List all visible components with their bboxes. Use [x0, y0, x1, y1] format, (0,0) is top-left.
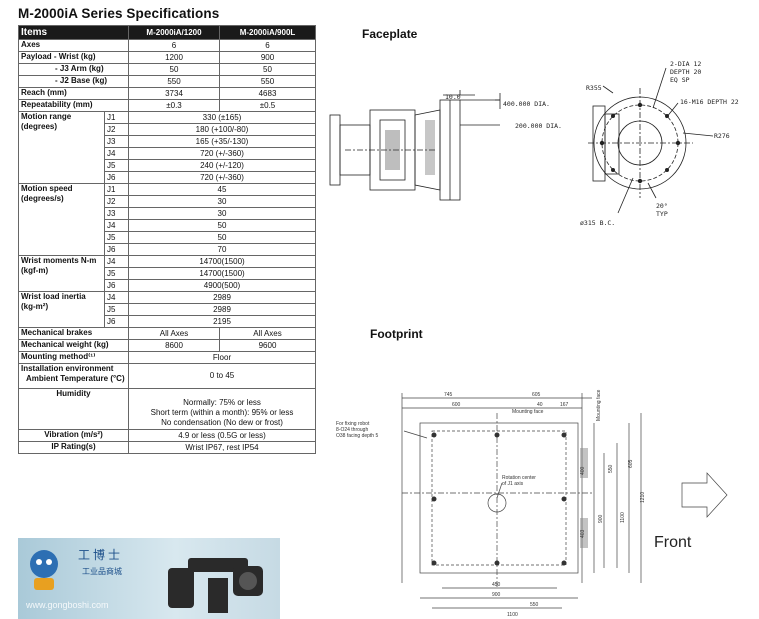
depth20-label: DEPTH 20	[670, 68, 701, 76]
table-row: IP Rating(s)Wrist IP67, rest IP54	[18, 441, 316, 454]
header-items: Items	[18, 25, 129, 40]
faceplate-front-drawing: R355 2-DIA 12 DEPTH 20 EQ SP 16-M16 DEPT…	[580, 60, 739, 227]
deg-label: 20°	[656, 202, 668, 210]
table-row: Vibration (m/s²)4.9 or less (0.5G or les…	[18, 429, 316, 442]
brand-url: www.gongboshi.com	[26, 600, 109, 610]
dim-1210-v: 1210	[640, 492, 646, 503]
dim-167: 167	[560, 402, 569, 408]
r355-label: R355	[586, 84, 602, 92]
rotation-note-2: of J1 axis	[502, 481, 524, 487]
footprint-title: Footprint	[370, 327, 423, 341]
robot-illustration	[168, 558, 263, 613]
dim-900: 900	[492, 592, 501, 598]
dim-900-v: 900	[598, 514, 604, 523]
rotation-note-1: Rotation center	[502, 475, 536, 481]
dim-450: 450	[492, 582, 501, 588]
brand-banner: 工博士 工业品商城 www.gongboshi.com	[18, 538, 280, 619]
fixing-note-1: For fixing robot	[336, 421, 370, 427]
mounting-face-label: Mounting face	[512, 409, 544, 415]
dim-400: 400	[580, 466, 586, 475]
fixing-note-3: O38 facing depth 5	[336, 433, 378, 439]
bc-label: ø315 B.C.	[580, 219, 615, 227]
dim-1100-v: 1100	[620, 512, 626, 523]
m16-label: 16-M16 DEPTH 22	[680, 98, 739, 106]
page-title: M-2000iA Series Specifications	[18, 6, 220, 21]
dim-600: 600	[452, 402, 461, 408]
dim-40: 40	[537, 402, 543, 408]
dia12-label: 2-DIA 12	[670, 60, 701, 68]
table-header-row: Items M-2000iA/1200 M-2000iA/900L	[18, 25, 316, 40]
mounting-face-side-label: Mounting face	[596, 389, 602, 421]
footprint-drawing: 745 605 600 40 167 Mounting face For fix…	[336, 389, 728, 618]
table-row: Mounting method⁽¹⁾Floor	[18, 351, 316, 364]
dim-605-v: 605	[628, 459, 634, 468]
table-row: Repeatability (mm)±0.3±0.5	[18, 99, 316, 112]
r276-label: R276	[714, 132, 730, 140]
dia-200-label: 200.000 DIA.	[515, 122, 562, 130]
dim-605: 605	[532, 392, 541, 398]
dim-745: 745	[444, 392, 453, 398]
typ-label: TYP	[656, 210, 668, 218]
brand-name: 工博士	[78, 548, 124, 562]
eqsp-label: EQ SP	[670, 76, 690, 84]
dim-10-label: 10.0	[445, 93, 461, 101]
dim-550: 550	[530, 602, 539, 608]
dim-403: 403	[580, 529, 586, 538]
dia-400-label: 400.000 DIA.	[503, 100, 550, 108]
mascot-logo-icon	[30, 550, 58, 590]
faceplate-side-drawing: 10.0 400.000 DIA. 200.000 DIA.	[329, 90, 562, 201]
dim-1100: 1100	[507, 612, 518, 618]
header-model-900l: M-2000iA/900L	[219, 25, 316, 40]
faceplate-title: Faceplate	[362, 27, 418, 41]
dim-550-v: 550	[608, 464, 614, 473]
brand-subtitle: 工业品商城	[82, 567, 122, 576]
front-label: Front	[654, 534, 692, 551]
fixing-note-2: 8-O24 through	[336, 427, 368, 433]
header-model-1200: M-2000iA/1200	[128, 25, 220, 40]
